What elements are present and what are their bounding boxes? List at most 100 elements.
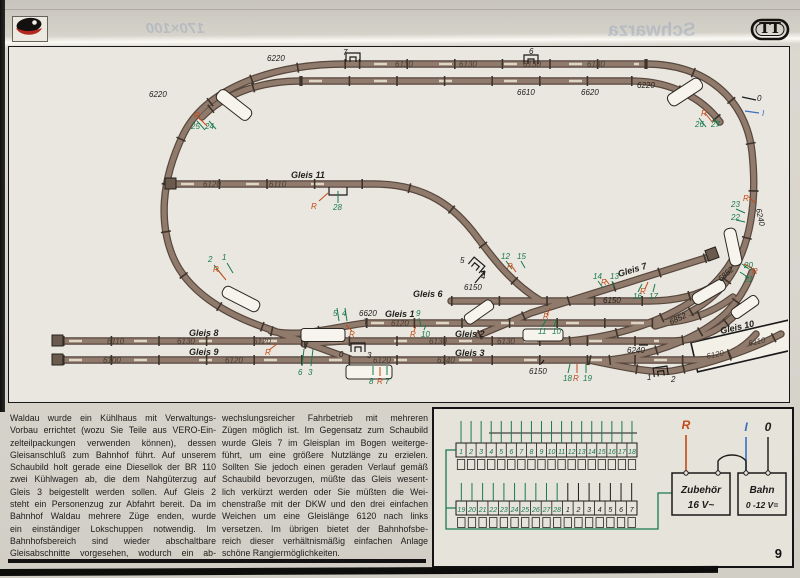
diagram-label: 27 xyxy=(710,120,720,129)
terminal-square xyxy=(531,517,540,528)
diagram-label: R xyxy=(507,262,513,271)
text-line: zelteilpackungen verwenden können), dess… xyxy=(10,437,216,448)
track-box-label: Bahn xyxy=(750,485,775,496)
diagram-label: 3 xyxy=(367,351,372,360)
text-line: Gleisanschluß zum Bahnhof führt. Auf uns… xyxy=(10,449,216,460)
diagram-label: 24 xyxy=(204,122,214,131)
diagram-label: R xyxy=(410,330,416,339)
text-line: Gleisabschnitte vorgesehen, wodurch ein … xyxy=(10,548,216,559)
terminal-square xyxy=(542,517,551,528)
terminal-number: 21 xyxy=(478,507,487,514)
diagram-label: 6150 xyxy=(529,367,547,376)
diagram-label: 6240 xyxy=(754,208,767,228)
text-line: zwei Kühlwagen ab, die dem Nahgüterzug a… xyxy=(10,474,216,485)
terminal-square xyxy=(627,459,637,470)
diagram-label: 6110 xyxy=(269,180,287,189)
diagram-label: 14 xyxy=(593,272,602,281)
terminal-number: 11 xyxy=(558,449,565,456)
terminal-number: 4 xyxy=(489,449,493,456)
diagram-label: 6120 xyxy=(373,356,391,365)
bleedthrough-text-left: 170×100 xyxy=(146,20,205,37)
feed-wire-blue xyxy=(744,110,760,114)
terminal-number: 2 xyxy=(575,507,580,514)
terminal-number: 8 xyxy=(529,449,533,456)
diagram-label: 5 xyxy=(460,256,465,265)
green-loop-wire xyxy=(445,449,672,530)
tt-logo-text: TT xyxy=(759,19,782,37)
text-line: wechslungsreicher Fahrbetrieb mit mehrer… xyxy=(222,413,428,423)
text-line: Sollten Sie jedoch einen geraden Verlauf… xyxy=(222,462,428,473)
diagram-label: 21 xyxy=(743,275,753,284)
terminal-square xyxy=(597,459,606,470)
diagram-label: 6110 xyxy=(748,335,767,347)
diagram-label: R xyxy=(601,278,607,287)
diagram-label: Gleis 6 xyxy=(413,289,444,299)
text-line: schöne Rangiermöglichkeiten. xyxy=(222,548,340,559)
diagram-label: R xyxy=(311,202,317,211)
terminal-square xyxy=(547,459,556,470)
diagram-label: 26 xyxy=(694,120,704,129)
diagram-label: 6 xyxy=(529,47,534,56)
terminal-square xyxy=(467,517,477,528)
terminal-square xyxy=(517,459,526,470)
diagram-label: 6620 xyxy=(359,309,377,318)
terminal-square xyxy=(563,517,572,528)
diagram-label: Gleis 11 xyxy=(291,170,325,180)
diagram-label: 6130 xyxy=(523,60,541,69)
terminal-number: 19 xyxy=(457,507,465,514)
terminal-square xyxy=(577,459,586,470)
terminal-number: 25 xyxy=(520,507,529,514)
o-terminal-label: 0 xyxy=(765,420,772,434)
diagram-label: 19 xyxy=(583,374,592,383)
diagram-label: R xyxy=(349,330,355,339)
diagram-label: 6220 xyxy=(149,90,167,99)
terminal-number: 28 xyxy=(552,507,561,514)
diagram-label: 6100 xyxy=(103,356,121,365)
terminal-number: 6 xyxy=(509,449,513,456)
terminal-square xyxy=(587,459,596,470)
rolling-stock xyxy=(215,77,760,380)
text-line: Schaubild bevorzugen, müßte das Gleis we… xyxy=(222,474,428,485)
terminal-number: 17 xyxy=(618,449,627,456)
diagram-label: 6150 xyxy=(464,283,482,292)
diagram-label: 0 xyxy=(339,350,344,359)
text-line: Bahnhof Waldau mehrere Züge enden, wurde xyxy=(10,511,216,522)
terminal-square xyxy=(521,517,530,528)
terminal-square xyxy=(456,459,466,470)
diagram-label: R xyxy=(640,287,646,296)
terminal-number: 10 xyxy=(548,449,556,456)
terminal-square xyxy=(557,459,566,470)
terminal-square xyxy=(574,517,583,528)
body-text: Waldau wurde ein Kühlhaus mit Verwaltung… xyxy=(0,412,430,562)
tt-scale-logo: TT xyxy=(750,18,790,41)
terminal-square xyxy=(617,459,627,470)
diagram-label: 6120 xyxy=(706,348,726,361)
diagram-label: 9 xyxy=(416,309,421,318)
publisher-logo xyxy=(12,16,48,42)
diagram-label: 10 xyxy=(552,327,561,336)
diagram-label: Gleis 1 xyxy=(385,309,415,319)
r-terminal-label: R xyxy=(682,418,691,432)
diagram-label: 11 xyxy=(538,327,546,336)
terminal-number: 18 xyxy=(628,449,636,456)
diagram-label: 25 xyxy=(190,122,200,131)
text-line: Zügen möglich ist. Im Gegensatz zum Scha… xyxy=(222,425,428,436)
text-line: versetzen. Im übrigen bietet der Bahnhof… xyxy=(222,523,428,534)
terminal-number: 14 xyxy=(588,449,596,456)
buffer-stops xyxy=(51,177,720,366)
terminal-square xyxy=(627,517,636,528)
terminal-number: 16 xyxy=(608,449,616,456)
diagram-label: 6120 xyxy=(253,337,271,346)
terminal-square xyxy=(497,459,506,470)
diagram-label: 4 xyxy=(342,309,347,318)
diagram-label: 17 xyxy=(649,292,658,301)
diagram-label: 6130 xyxy=(429,337,447,346)
diagram-label: 0 xyxy=(757,94,762,103)
text-column-2: wechslungsreicher Fahrbetrieb mit mehrer… xyxy=(222,412,428,560)
diagram-label: 15 xyxy=(517,252,526,261)
diagram-label: R xyxy=(573,374,579,383)
